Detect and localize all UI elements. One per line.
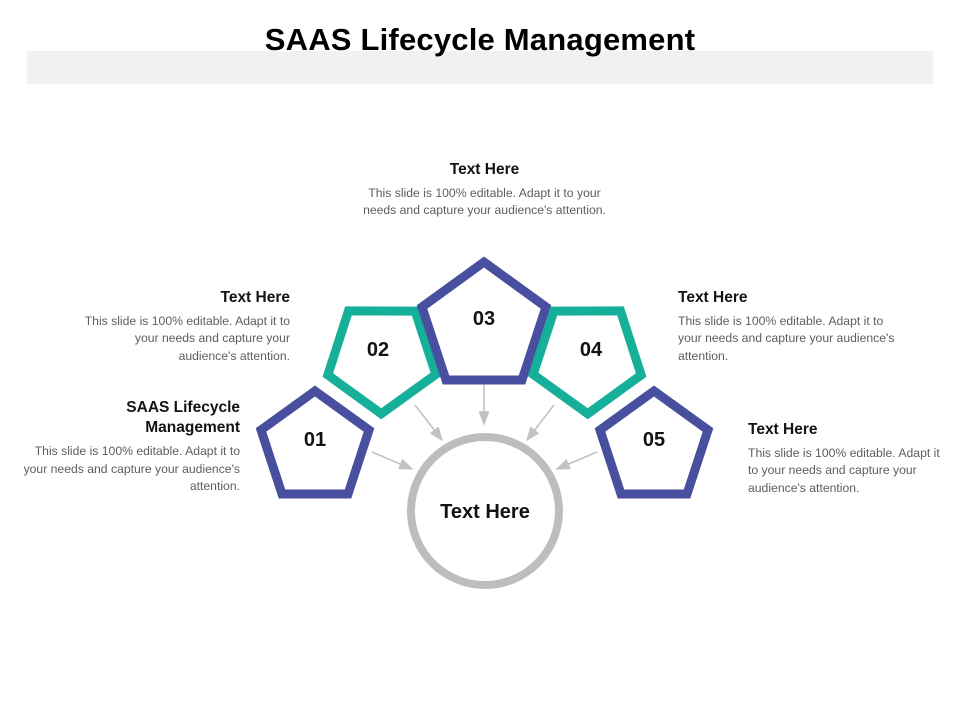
callout-step-02: Text Here This slide is 100% editable. A… bbox=[75, 288, 290, 365]
callout-01-body: This slide is 100% editable. Adapt it to… bbox=[23, 444, 240, 493]
arrow-05-to-center bbox=[555, 451, 598, 470]
connector-arrows bbox=[371, 372, 598, 470]
pentagon-step-01[interactable]: 01 bbox=[255, 385, 375, 499]
center-circle-shape bbox=[407, 433, 563, 589]
pentagon-01-shape bbox=[255, 385, 375, 499]
pentagon-step-02[interactable] bbox=[311, 279, 459, 426]
pentagon-step-04[interactable] bbox=[510, 279, 658, 426]
pentagon-05-shape bbox=[594, 385, 714, 499]
pentagon-step-05[interactable]: 05 bbox=[594, 385, 714, 499]
pentagon-03-number: 03 bbox=[473, 308, 495, 330]
callout-04-body: This slide is 100% editable. Adapt it to… bbox=[678, 314, 895, 363]
callout-02-body: This slide is 100% editable. Adapt it to… bbox=[84, 314, 290, 363]
pentagon-04-shape bbox=[527, 306, 647, 420]
arrow-02-to-center bbox=[414, 404, 443, 442]
callout-01-heading: SAAS Lifecycle Management bbox=[126, 399, 240, 437]
title-band bbox=[27, 51, 933, 84]
pentagon-03-shape bbox=[416, 256, 552, 385]
pentagon-step-03[interactable]: 03 bbox=[416, 256, 552, 385]
center-label: Text Here bbox=[440, 501, 530, 523]
pentagon-02-number: 02 bbox=[367, 339, 389, 361]
callout-03-body: This slide is 100% editable. Adapt it to… bbox=[363, 186, 606, 218]
arrow-04-to-center bbox=[526, 404, 555, 442]
pentagon-04-number: 04 bbox=[580, 339, 603, 361]
callout-step-01: SAAS Lifecycle Management This slide is … bbox=[18, 398, 240, 495]
callout-step-03: Text Here This slide is 100% editable. A… bbox=[362, 160, 607, 220]
pentagon-01-number: 01 bbox=[304, 429, 326, 451]
callout-03-heading: Text Here bbox=[449, 161, 520, 178]
callout-04-heading: Text Here bbox=[678, 289, 748, 306]
page-title: SAAS Lifecycle Management bbox=[264, 22, 696, 57]
callout-05-heading: Text Here bbox=[748, 421, 818, 438]
center-node[interactable]: Text Here bbox=[407, 433, 563, 589]
callout-05-body: This slide is 100% editable. Adapt it to… bbox=[748, 446, 940, 495]
pentagon-05-number: 05 bbox=[643, 429, 665, 451]
arrow-01-to-center bbox=[371, 451, 414, 470]
callout-step-04: Text Here This slide is 100% editable. A… bbox=[678, 288, 896, 365]
callout-step-05: Text Here This slide is 100% editable. A… bbox=[748, 420, 953, 497]
callout-02-heading: Text Here bbox=[220, 289, 291, 306]
pentagon-02-shape bbox=[322, 306, 442, 420]
